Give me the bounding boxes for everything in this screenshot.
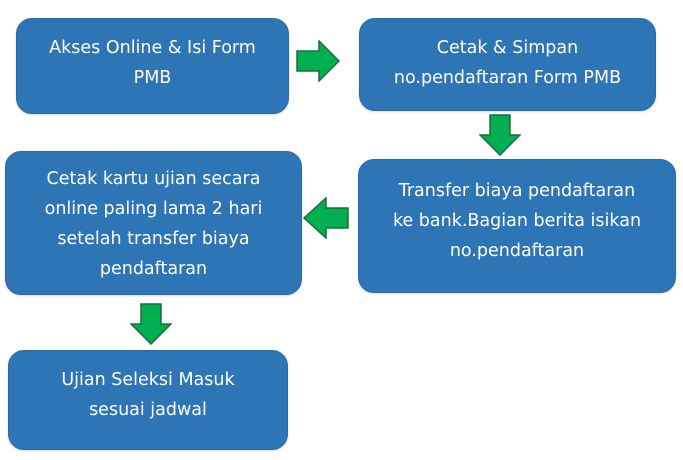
step-5-box: Ujian Seleksi Masuk sesuai jadwal	[8, 350, 288, 450]
step-4-label: Cetak kartu ujian secara online paling l…	[44, 169, 263, 279]
step-1-box: Akses Online & Isi Form PMB	[16, 18, 289, 114]
arrow-down-icon	[479, 114, 521, 156]
step-3-box: Transfer biaya pendaftaran ke bank.Bagia…	[358, 159, 676, 293]
arrow-down-icon	[130, 303, 172, 345]
step-1-label: Akses Online & Isi Form PMB	[49, 38, 256, 88]
step-2-box: Cetak & Simpan no.pendaftaran Form PMB	[359, 18, 656, 111]
arrow-right-icon	[296, 40, 340, 82]
arrow-left-icon	[303, 197, 349, 239]
step-2-label: Cetak & Simpan no.pendaftaran Form PMB	[393, 38, 622, 88]
step-3-label: Transfer biaya pendaftaran ke bank.Bagia…	[392, 181, 642, 261]
step-5-label: Ujian Seleksi Masuk sesuai jadwal	[61, 370, 235, 420]
step-4-box: Cetak kartu ujian secara online paling l…	[5, 151, 302, 295]
